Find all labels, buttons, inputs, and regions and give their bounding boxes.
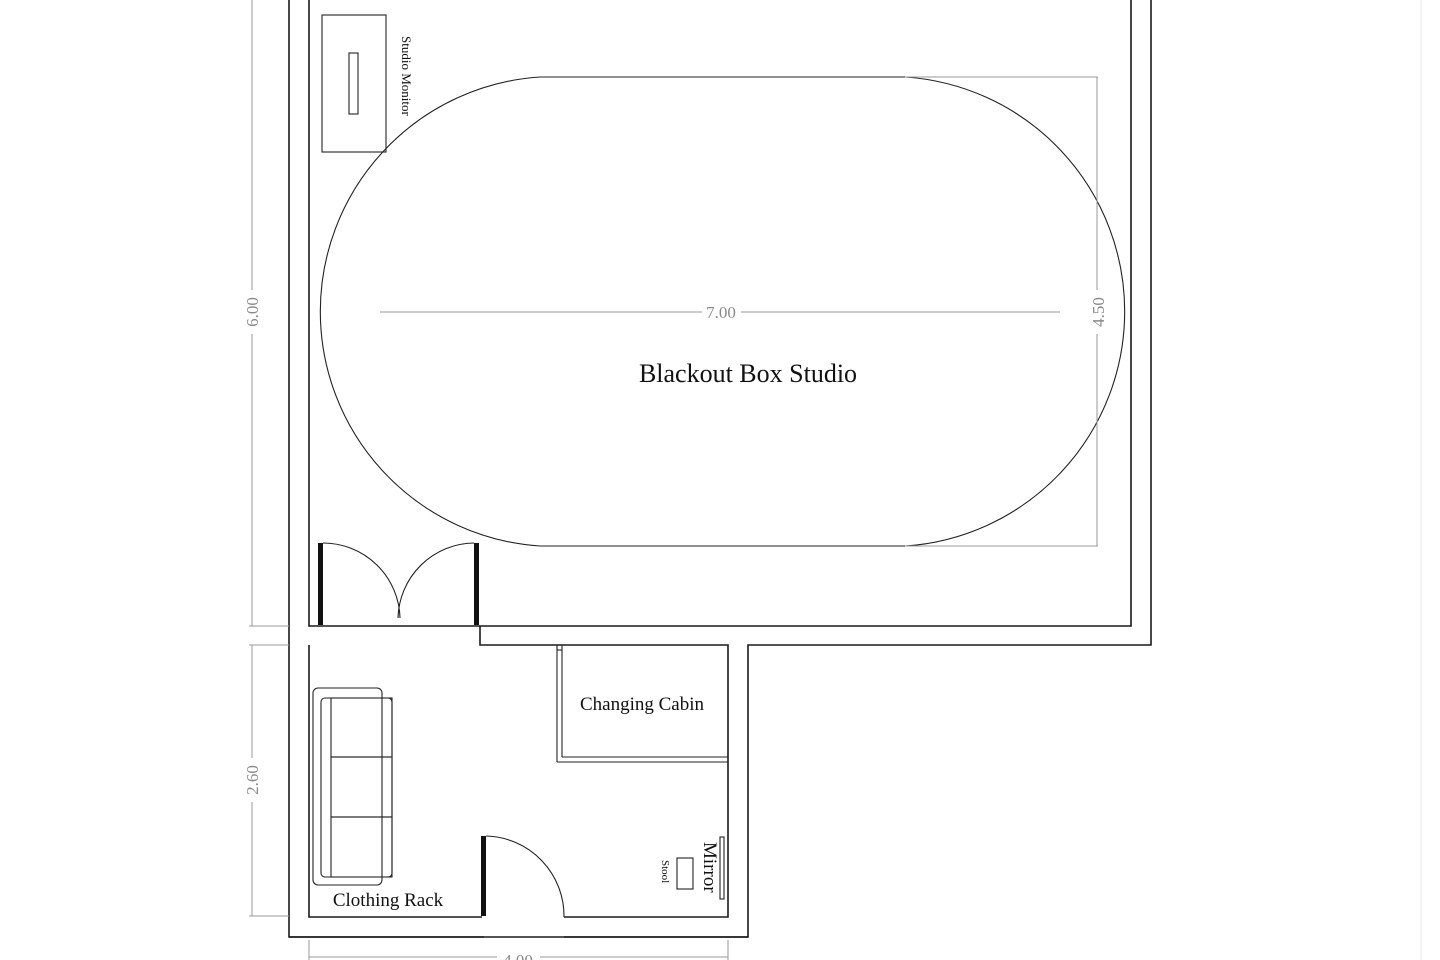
- mirror: [719, 836, 725, 900]
- double-door[interactable]: [309, 542, 479, 627]
- stool-label: Stool: [659, 860, 671, 883]
- external-dimensions: 6.00 2.60 4.00: [243, 0, 729, 960]
- mirror-label: Mirror: [699, 842, 720, 893]
- oval-set: 7.00 4.50 Blackout Box Studio: [319, 76, 1126, 547]
- changing-cabin: Changing Cabin: [556, 644, 728, 763]
- rack-back: [312, 687, 383, 886]
- changing-cabin-label: Changing Cabin: [580, 694, 705, 715]
- clothing-rack: Clothing Rack: [312, 687, 444, 911]
- lobby-inner-wall: [308, 645, 482, 918]
- entry-door[interactable]: [481, 835, 565, 918]
- studio-monitor-screen: [348, 52, 359, 115]
- door-swing-left: [322, 542, 401, 619]
- studio-monitor-desk: [321, 14, 387, 153]
- rack-section-1: [330, 697, 393, 758]
- rack-section-2: [330, 756, 393, 818]
- door-swing-right: [397, 542, 475, 619]
- studio-outer-wall: [288, 0, 1152, 938]
- studio-title: Blackout Box Studio: [639, 359, 857, 388]
- door-jamb-right: [474, 543, 479, 625]
- stool: [676, 857, 694, 890]
- clothing-rack-label: Clothing Rack: [333, 890, 444, 911]
- walls: [288, 0, 1152, 938]
- studio-inner-wall: [308, 0, 1132, 627]
- oval-width-label: 7.00: [706, 303, 736, 322]
- cabin-post: [556, 644, 563, 651]
- mirror-area: Mirror Stool: [659, 836, 725, 900]
- studio-height-label: 6.00: [243, 297, 262, 327]
- entry-door-swing: [485, 835, 565, 918]
- lobby-width-label: 4.00: [503, 951, 533, 960]
- entry-door-jamb: [481, 836, 486, 916]
- lobby-inner-wall-right: [479, 626, 729, 918]
- rack-section-3: [330, 816, 393, 878]
- studio-monitor-label: Studio Monitor: [399, 36, 414, 116]
- door-jamb-left: [318, 543, 323, 625]
- studio-monitor: Studio Monitor: [321, 14, 414, 153]
- lobby-height-label: 2.60: [243, 765, 262, 795]
- rack-frame: [320, 697, 393, 878]
- oval-height-label: 4.50: [1089, 297, 1108, 327]
